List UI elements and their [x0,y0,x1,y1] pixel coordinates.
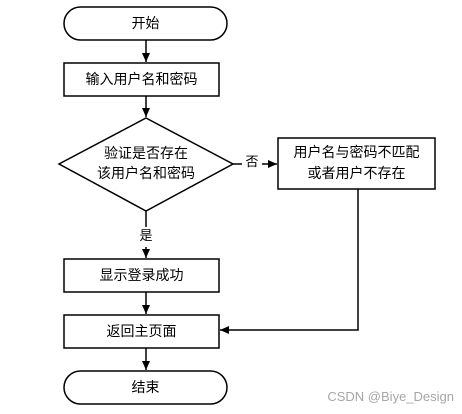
decision-label-line-1: 验证是否存在 [104,146,188,162]
decision-label-line-2: 该用户名和密码 [97,166,195,182]
no-branch-label: 否 [242,153,262,173]
return-home-label: 返回主页面 [106,323,177,340]
success-label: 显示登录成功 [99,267,184,284]
input-label: 输入用户名和密码 [85,71,198,88]
success-process-box [63,258,220,293]
error-process-box [277,137,436,190]
arrow-error-to-return [220,189,359,334]
return-home-process-box [63,314,220,349]
end-label: 结束 [131,379,160,396]
error-label-line-1: 用户名与密码不匹配 [293,145,420,161]
input-process-box [63,62,220,97]
error-label-line-2: 或者用户不存在 [307,166,406,182]
start-label: 开始 [131,15,160,32]
end-terminal [63,370,228,405]
watermark: CSDN @Biye_Design [327,388,454,404]
yes-branch-label: 是 [135,227,157,247]
